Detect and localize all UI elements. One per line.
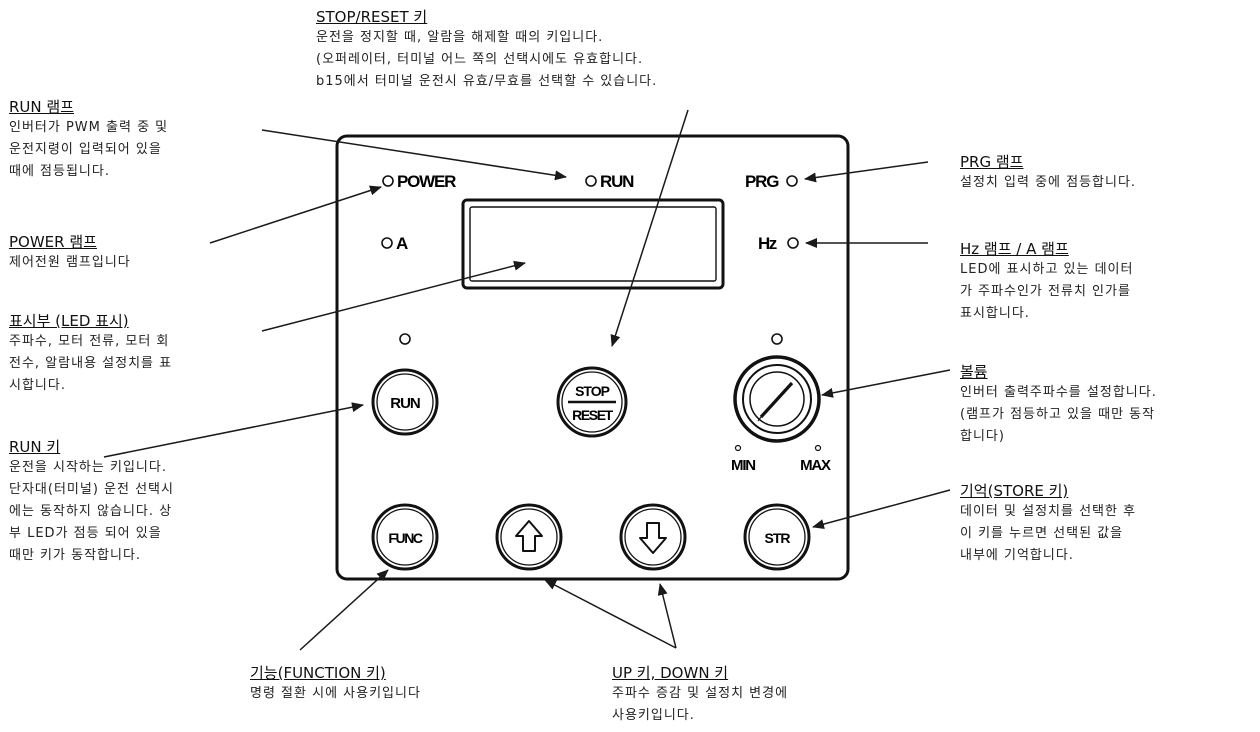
stop-reset-annotation: STOP/RESET 키 운전을 정지할 때, 알람을 해제할 때의 키입니다.… [316, 7, 657, 93]
run-lamp-label: RUN [600, 172, 634, 191]
arrow-prg-lamp [804, 161, 929, 183]
function-desc: 명령 절환 시에 사용키입니다 [250, 686, 421, 701]
store-title: 기억(STORE 키) [960, 482, 1069, 500]
updown-desc: 주파수 증감 및 설정치 변경에 사용키입니다. [612, 686, 789, 723]
volume-min-label: MIN [731, 457, 755, 474]
stop-reset-key[interactable]: STOP RESET [556, 366, 628, 438]
run-key-annotation: RUN 키 운전을 시작하는 키입니다. 단자대(터미널) 운전 선택시 에는 … [9, 437, 251, 567]
display-annotation: 표시부 (LED 표시) 주파수, 모터 전류, 모터 회 전수, 알람내용 설… [9, 311, 251, 397]
hz-a-lamp-desc: LED에 표시하고 있는 데이터 가 주파수인가 전류치 인가를 표시합니다. [960, 262, 1134, 321]
power-lamp-desc: 제어전원 램프입니다 [9, 255, 131, 270]
volume-knob[interactable] [733, 355, 821, 443]
power-lamp-annotation: POWER 램프 제어전원 램프입니다 [9, 232, 131, 274]
volume-min-mark [734, 444, 742, 452]
run-key-desc: 운전을 시작하는 키입니다. 단자대(터미널) 운전 선택시 에는 동작하지 않… [9, 460, 174, 563]
store-annotation: 기억(STORE 키) 데이터 및 설정치를 선택한 후 이 키를 누르면 선택… [960, 481, 1222, 567]
a-lamp-label: A [396, 234, 408, 253]
a-lamp [381, 237, 393, 249]
arrow-store [812, 489, 951, 529]
volume-max-label: MAX [800, 457, 831, 474]
run-lamp-title: RUN 램프 [9, 98, 74, 116]
func-key-label: FUNC [388, 530, 423, 546]
arrow-power-lamp [209, 185, 382, 244]
stop-key-label: STOP [575, 383, 610, 399]
updown-annotation: UP 키, DOWN 키 주파수 증감 및 설정치 변경에 사용키입니다. [612, 663, 788, 727]
updown-title: UP 키, DOWN 키 [612, 664, 729, 682]
hz-lamp-label: Hz [758, 234, 777, 253]
hz-a-lamp-title: Hz 램프 / A 램프 [960, 240, 1069, 258]
run-lamp [585, 175, 597, 187]
prg-lamp-desc: 설정치 입력 중에 점등합니다. [960, 175, 1137, 190]
run-key[interactable]: RUN [371, 368, 439, 436]
arrow-volume [821, 369, 951, 398]
led-display [461, 198, 725, 290]
arrow-run-key [103, 402, 364, 458]
stop-reset-title: STOP/RESET 키 [316, 8, 428, 26]
power-lamp [382, 175, 394, 187]
run-lamp-desc: 인버터가 PWM 출력 중 및 운전지령이 입력되어 있을 때에 점등됩니다. [9, 120, 169, 179]
run-key-label: RUN [390, 395, 420, 412]
power-lamp-title: POWER 램프 [9, 233, 97, 251]
prg-lamp-annotation: PRG 램프 설정치 입력 중에 점등합니다. [960, 152, 1136, 194]
down-arrow-icon [639, 522, 667, 554]
str-key[interactable]: STR [743, 503, 811, 571]
arrow-up [544, 579, 677, 649]
display-title: 표시부 (LED 표시) [9, 312, 129, 330]
arrow-function [299, 569, 389, 651]
prg-lamp-label: PRG [745, 172, 779, 191]
led-display-inner [469, 206, 717, 282]
power-lamp-label: POWER [397, 172, 456, 191]
volume-pointer [759, 381, 794, 419]
run-key-indicator-lamp [399, 333, 411, 345]
volume-annotation: 볼륨 인버터 출력주파수를 설정합니다. (램프가 점등하고 있을 때만 동작 … [960, 362, 1255, 448]
stop-reset-desc: 운전을 정지할 때, 알람을 해제할 때의 키입니다. (오퍼레이터, 터미널 … [316, 30, 658, 89]
function-annotation: 기능(FUNCTION 키) 명령 절환 시에 사용키입니다 [250, 663, 421, 705]
volume-indicator-lamp [771, 333, 783, 345]
down-key[interactable] [619, 503, 687, 571]
arrow-display [261, 260, 526, 332]
volume-max-mark [814, 444, 822, 452]
up-arrow-icon [515, 520, 543, 552]
function-title: 기능(FUNCTION 키) [250, 664, 386, 682]
arrow-run-lamp [261, 129, 567, 181]
hz-a-lamp-annotation: Hz 램프 / A 램프 LED에 표시하고 있는 데이터 가 주파수인가 전류… [960, 239, 1202, 325]
prg-lamp-title: PRG 램프 [960, 153, 1024, 171]
prg-lamp [786, 175, 798, 187]
run-lamp-annotation: RUN 램프 인버터가 PWM 출력 중 및 운전지령이 입력되어 있을 때에 … [9, 97, 251, 183]
arrow-stop-reset [610, 109, 689, 347]
arrow-down [657, 583, 677, 649]
reset-key-label: RESET [572, 407, 614, 423]
run-key-title: RUN 키 [9, 438, 61, 456]
display-desc: 주파수, 모터 전류, 모터 회 전수, 알람내용 설정치를 표 시합니다. [9, 334, 173, 393]
up-key[interactable] [495, 503, 563, 571]
volume-title: 볼륨 [960, 363, 988, 381]
func-key[interactable]: FUNC [371, 503, 439, 571]
hz-lamp [787, 237, 799, 249]
store-desc: 데이터 및 설정치를 선택한 후 이 키를 누르면 선택된 값을 내부에 기억합… [960, 504, 1137, 563]
str-key-label: STR [765, 530, 791, 546]
volume-desc: 인버터 출력주파수를 설정합니다. (램프가 점등하고 있을 때만 동작 합니다… [960, 385, 1157, 444]
